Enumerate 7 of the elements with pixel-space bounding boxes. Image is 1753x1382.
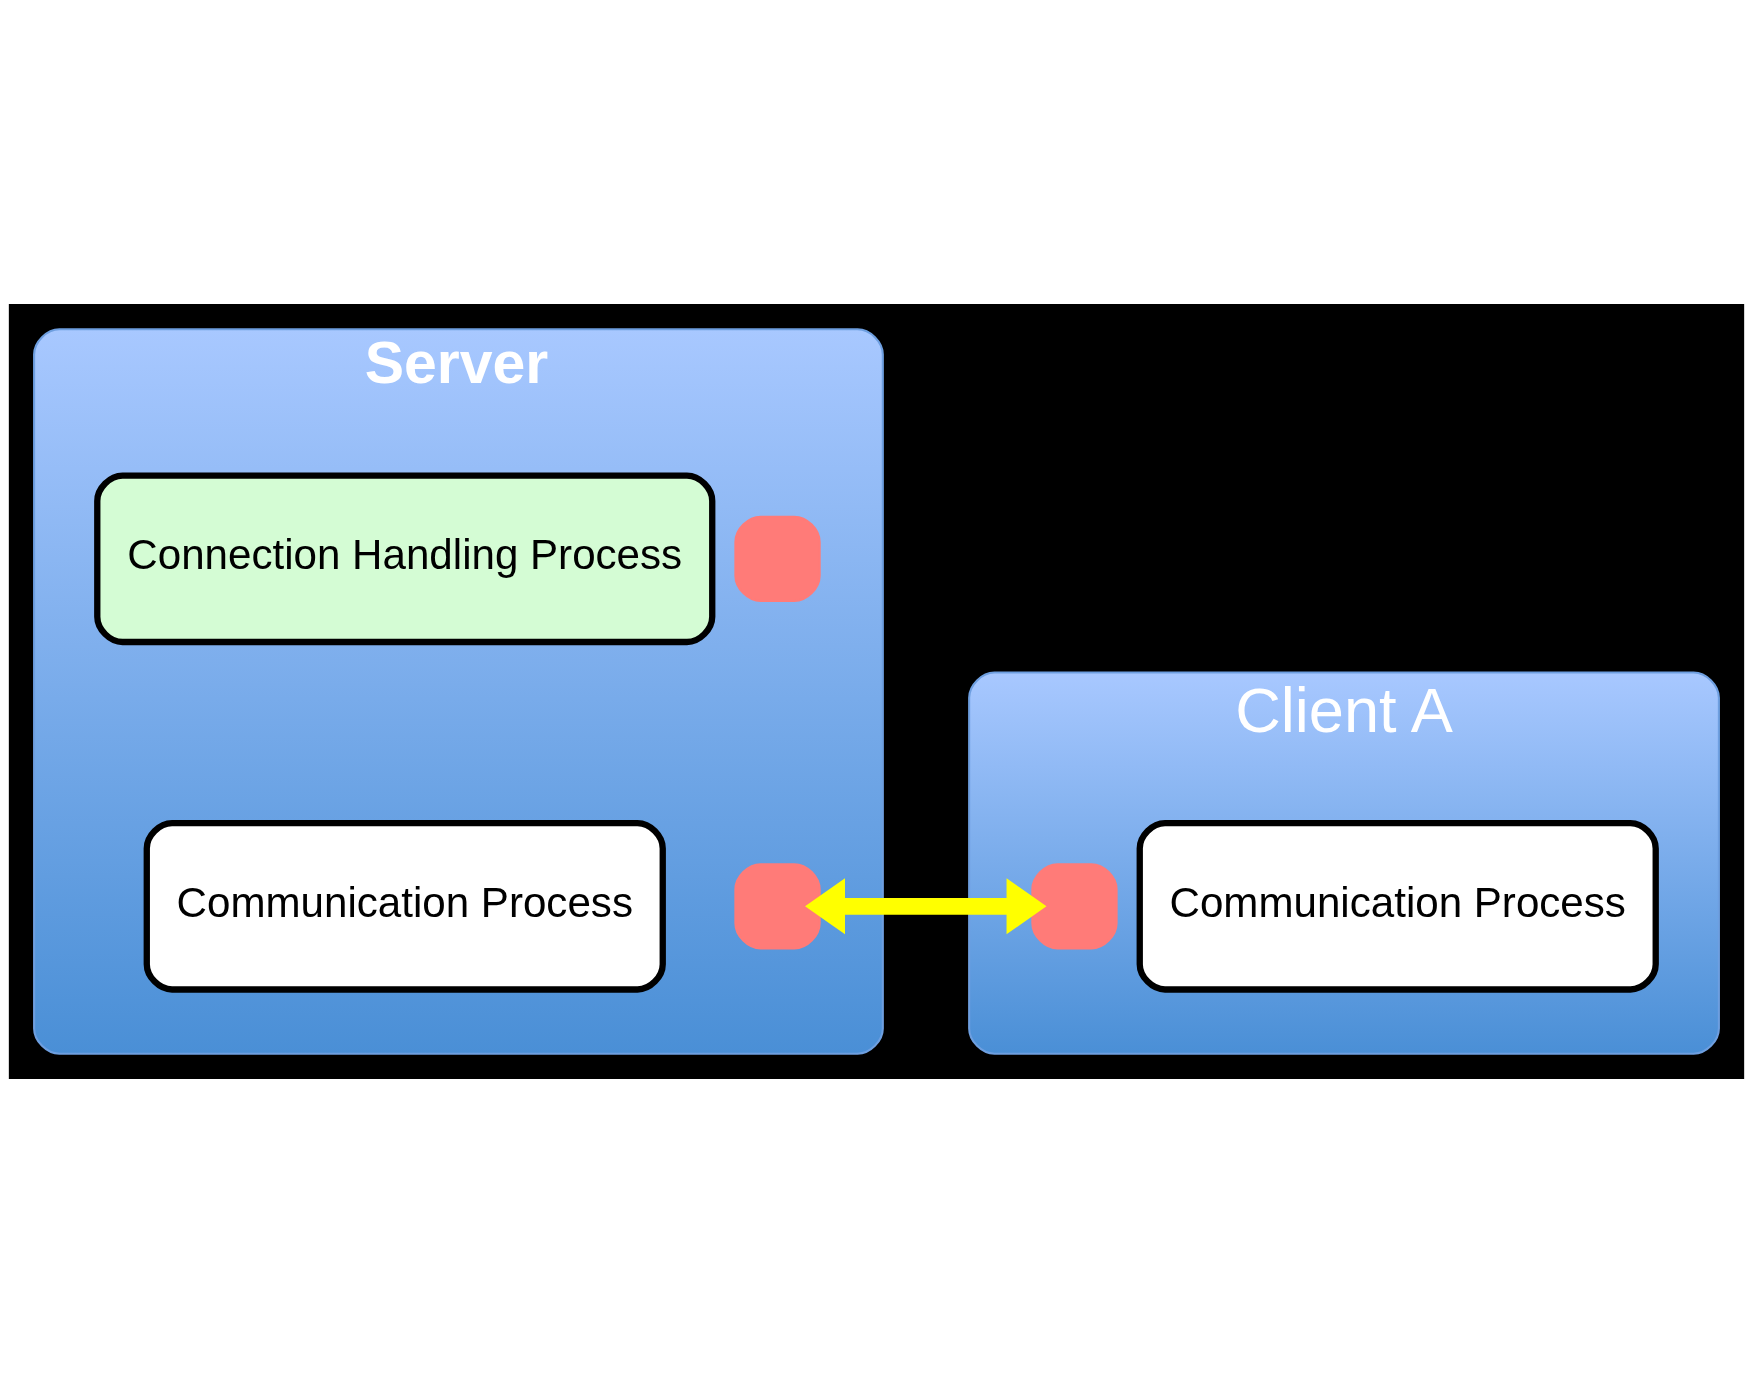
node-box [1031, 862, 1118, 949]
node-box [734, 862, 821, 949]
node-box [734, 515, 821, 602]
node-box: Communication Process [1136, 819, 1659, 993]
node-box: Connection Handling Process [94, 471, 716, 645]
node-box: Communication Process [143, 819, 666, 993]
arrow [805, 877, 1047, 934]
